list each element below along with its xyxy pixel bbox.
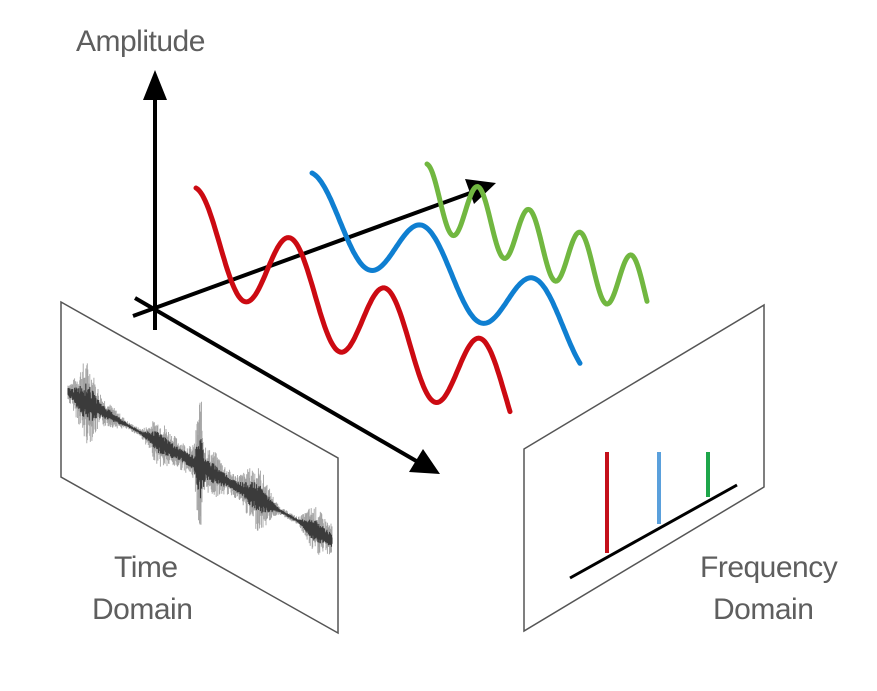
time-domain-panel xyxy=(60,300,339,635)
frequency-domain-frame xyxy=(523,303,765,633)
time-domain-label-line2: Domain xyxy=(92,593,193,626)
time-domain-label-line1: Time xyxy=(114,551,178,584)
frequency-axis xyxy=(133,296,420,464)
amplitude-axis-arrowhead xyxy=(143,70,167,100)
blue-wave xyxy=(309,170,583,366)
green-wave xyxy=(424,161,650,307)
time-signal-core xyxy=(67,383,333,547)
red-wave xyxy=(193,185,513,415)
amplitude-label: Amplitude xyxy=(76,25,205,58)
frequency-baseline xyxy=(569,483,738,580)
time-domain-signal xyxy=(67,363,333,555)
frequency-axis-arrowhead xyxy=(409,449,440,474)
frequency-domain-panel xyxy=(523,303,765,633)
frequency-domain-label-line2: Domain xyxy=(713,593,814,626)
frequency-domain-label-line1: Frequency xyxy=(700,551,838,584)
